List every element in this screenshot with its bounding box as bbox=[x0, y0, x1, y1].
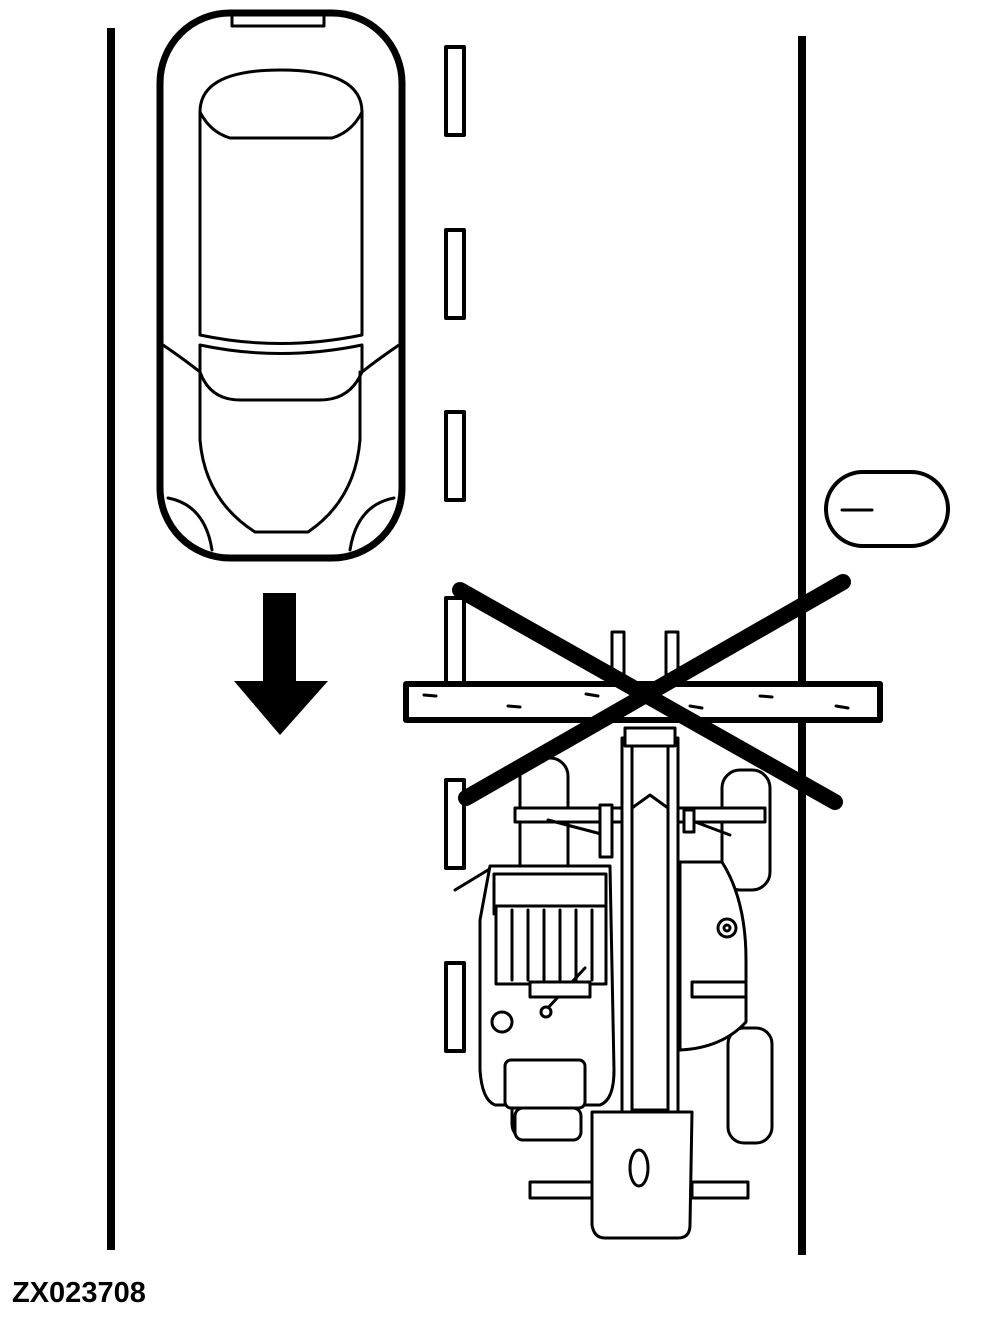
plank-grain bbox=[688, 704, 704, 710]
cab-control-knob bbox=[539, 1005, 553, 1019]
engine-hood bbox=[678, 860, 748, 1052]
down-arrow-icon bbox=[234, 593, 328, 735]
cab-counterweight bbox=[513, 1106, 583, 1142]
rear-step-left bbox=[528, 980, 592, 999]
plank-grain bbox=[584, 692, 600, 698]
center-lane-dashes bbox=[444, 45, 466, 1053]
cab-control-knob bbox=[490, 1010, 514, 1034]
figure-id-label: ZX023708 bbox=[12, 1277, 146, 1309]
boom-chevron bbox=[630, 793, 670, 810]
boom-head bbox=[623, 726, 677, 748]
front-wheel-right bbox=[720, 768, 772, 892]
plank-grain bbox=[506, 704, 522, 709]
road-sign-icon bbox=[824, 470, 950, 548]
plank-grain bbox=[834, 704, 850, 710]
cab-window bbox=[494, 904, 608, 986]
road-edges bbox=[107, 28, 806, 1255]
lane-dash bbox=[444, 410, 466, 502]
car-top-view-icon bbox=[156, 9, 406, 562]
car-roof bbox=[198, 68, 364, 345]
rear-step-left-lower bbox=[528, 1180, 594, 1200]
lane-dash bbox=[444, 228, 466, 320]
car-body bbox=[156, 9, 406, 562]
cab-seat bbox=[503, 1058, 587, 1110]
rear-step-right-lower bbox=[690, 1180, 750, 1200]
front-axle-detail bbox=[688, 818, 732, 837]
plank-grain bbox=[422, 693, 438, 698]
rear-hitch bbox=[628, 1148, 650, 1188]
car-windshield bbox=[198, 110, 364, 140]
axle-fitting bbox=[682, 808, 696, 834]
car-side-crease-right bbox=[360, 343, 401, 374]
car-rear-light-right bbox=[348, 496, 396, 552]
engine-cap-inner bbox=[722, 923, 732, 933]
telehandler-top-view-icon bbox=[403, 630, 883, 1240]
lane-dash bbox=[444, 45, 466, 137]
cross-stroke-b bbox=[458, 574, 851, 806]
rear-wheel-right bbox=[726, 1026, 774, 1145]
lane-dash bbox=[444, 596, 466, 688]
sign-plate bbox=[824, 470, 950, 548]
car-rear-window bbox=[198, 343, 364, 402]
lane-dash bbox=[444, 961, 466, 1053]
cab-mirror bbox=[453, 868, 490, 892]
axle-fitting bbox=[598, 803, 614, 859]
car-rear-light-left bbox=[166, 496, 214, 552]
cross-mark-icon bbox=[452, 574, 851, 810]
car-trunk bbox=[198, 370, 362, 534]
front-axle-detail bbox=[546, 818, 607, 837]
plank-grain bbox=[758, 694, 774, 699]
car-side-crease-left bbox=[161, 343, 202, 374]
rear-step-right bbox=[690, 980, 748, 999]
car-front-bumper-tab bbox=[230, 13, 326, 28]
